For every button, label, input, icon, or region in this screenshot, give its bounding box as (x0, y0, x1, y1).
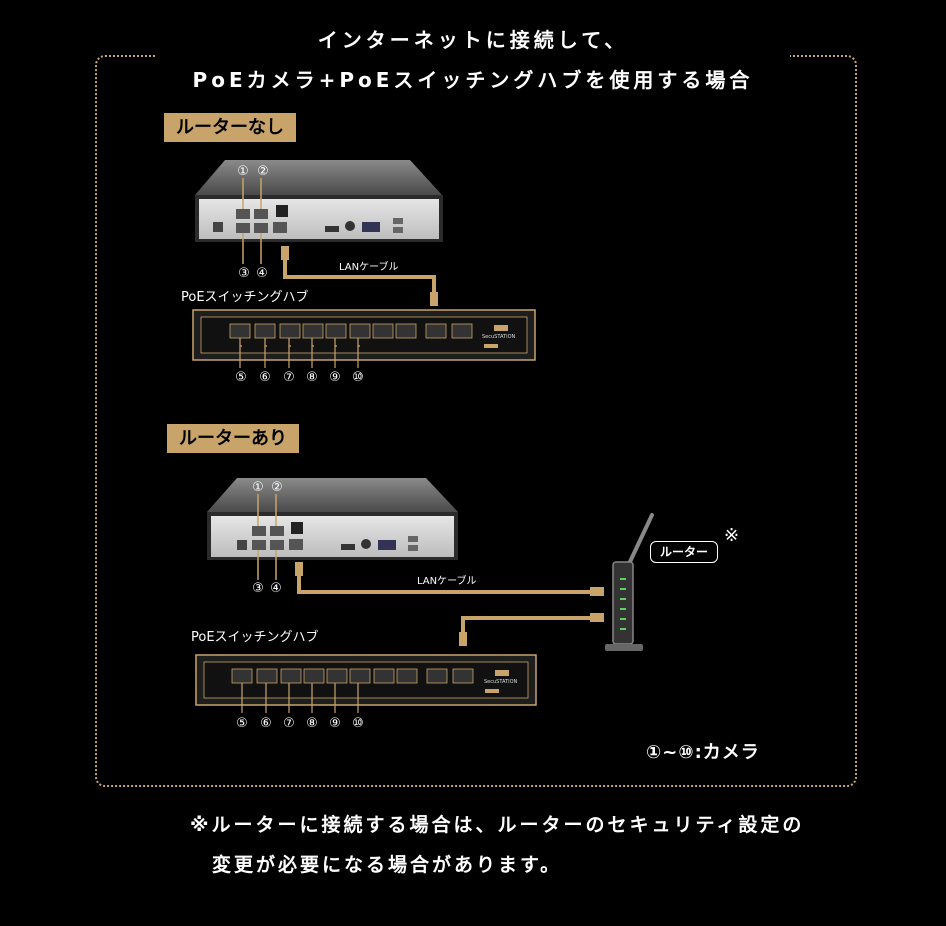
nvr1-port-3: ③ (238, 266, 250, 281)
router-device (605, 513, 654, 651)
hub1-port-9: ⑨ (329, 370, 341, 385)
lan-cable-router-hub (459, 613, 604, 646)
hub-brand-1: SecuSTATION (482, 334, 516, 340)
cable-label-1: LANケーブル (339, 260, 399, 273)
nvr2-port-2: ② (271, 480, 283, 495)
section-label-no-router: ルーターなし (164, 113, 296, 142)
hub2-port-9: ⑨ (329, 716, 341, 731)
hub-label-2: PoEスイッチングハブ (191, 629, 319, 645)
poe-hub-1: SecuSTATION (192, 309, 536, 368)
cable-label-2: LANケーブル (417, 574, 477, 587)
frame-title-gap (156, 50, 790, 62)
camera-legend: ①~⑩:カメラ (646, 742, 760, 763)
hub1-port-6: ⑥ (259, 370, 271, 385)
hub2-port-10: ⑩ (352, 716, 364, 731)
nvr-device-1 (195, 160, 443, 264)
nvr2-port-3: ③ (252, 581, 264, 596)
nvr2-port-4: ④ (270, 581, 282, 596)
lan-cable-1 (281, 246, 438, 306)
nvr1-port-4: ④ (256, 266, 268, 281)
hub2-port-7: ⑦ (283, 716, 295, 731)
router-note-mark: ※ (724, 525, 740, 546)
hub-brand-2: SecuSTATION (484, 679, 518, 685)
section-label-with-router: ルーターあり (167, 424, 299, 453)
hub1-port-7: ⑦ (283, 370, 295, 385)
hub1-port-8: ⑧ (306, 370, 318, 385)
bottom-note-line-2: 変更が必要になる場合があります。 (212, 854, 563, 876)
nvr-device-2 (207, 478, 458, 580)
hub1-port-5: ⑤ (235, 370, 247, 385)
nvr2-port-1: ① (252, 480, 264, 495)
hub2-port-6: ⑥ (260, 716, 272, 731)
poe-hub-2: SecuSTATION (195, 654, 537, 713)
lan-cable-2 (295, 562, 604, 596)
nvr1-port-2: ② (257, 164, 269, 179)
hub2-port-5: ⑤ (236, 716, 248, 731)
hub1-port-10: ⑩ (352, 370, 364, 385)
hub2-port-8: ⑧ (306, 716, 318, 731)
hub-label-1: PoEスイッチングハブ (181, 289, 309, 305)
bottom-note-line-1: ※ルーターに接続する場合は、ルーターのセキュリティ設定の (190, 814, 805, 836)
title-line-2: PoEカメラ+PoEスイッチングハブを使用する場合 (192, 68, 754, 92)
router-label: ルーター (650, 541, 718, 563)
nvr1-port-1: ① (237, 164, 249, 179)
title-line-1: インターネットに接続して、 (317, 28, 629, 52)
